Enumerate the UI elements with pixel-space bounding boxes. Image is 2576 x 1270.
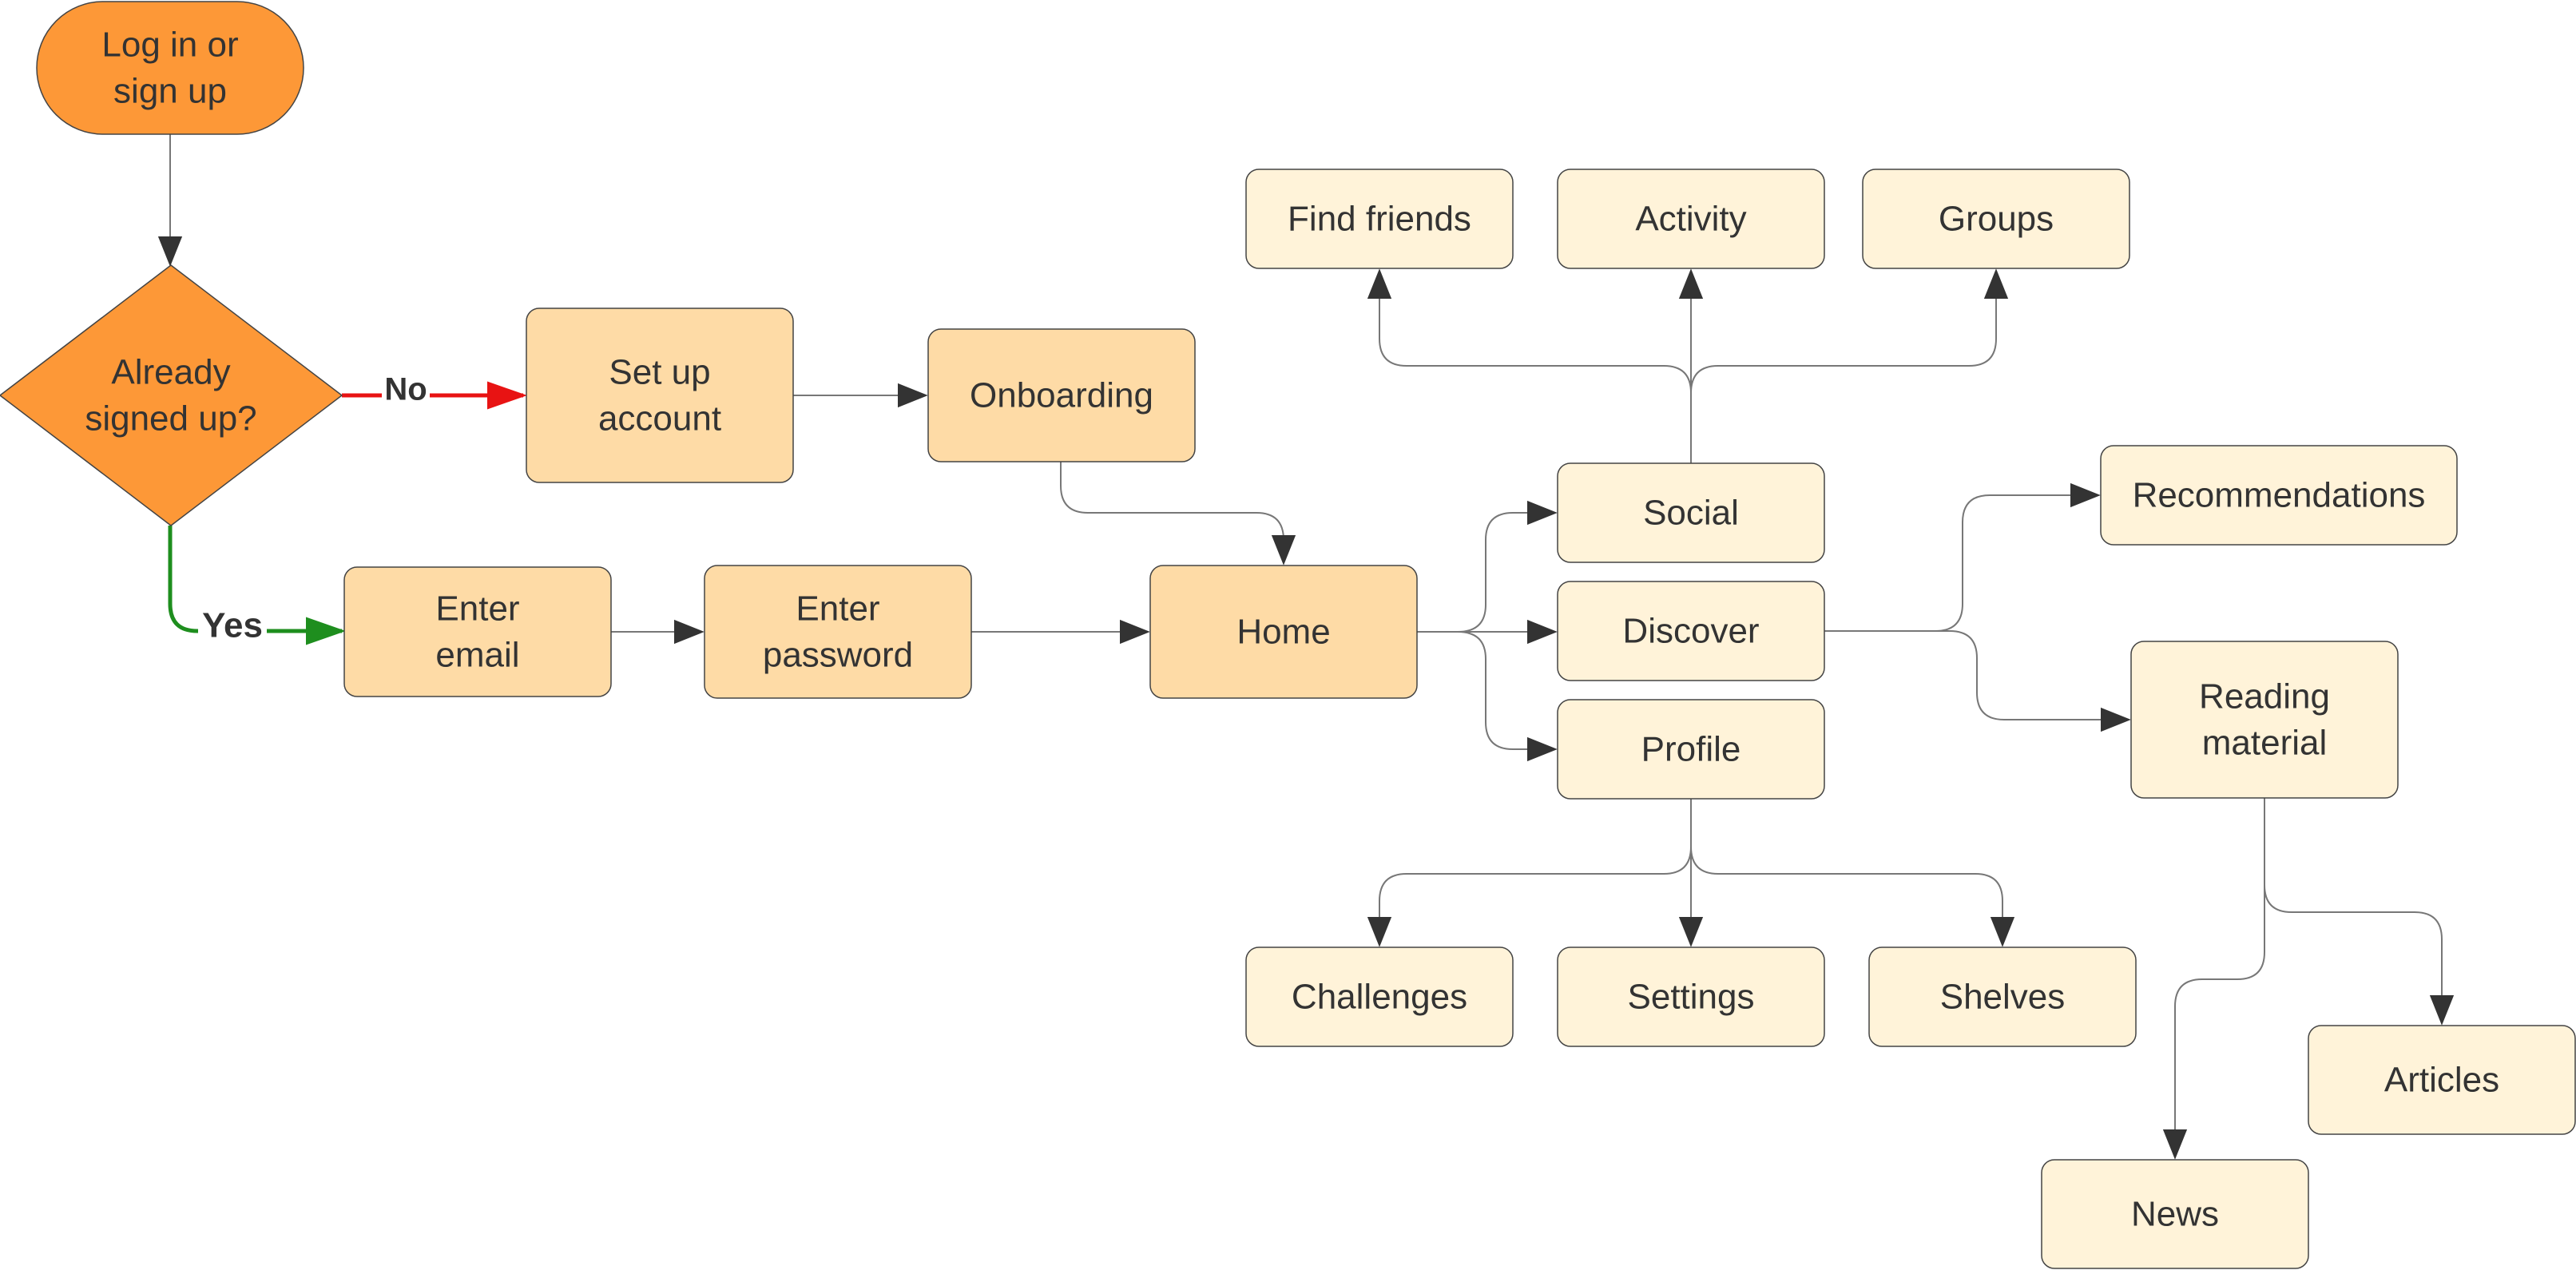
process-box-shape (1557, 169, 1825, 269)
process-box-shape (1557, 581, 1825, 681)
node-settings-label-line-1: Settings (1628, 978, 1755, 1017)
start-terminal-shape (36, 1, 304, 135)
process-box-shape (1557, 947, 1825, 1047)
process-box-shape (927, 328, 1196, 462)
connector-home-to-social (1417, 500, 1558, 633)
node-setup-label-line-2: account (598, 399, 721, 439)
node-setup[interactable]: Set up account (526, 308, 794, 483)
node-settings[interactable]: Settings (1557, 947, 1825, 1047)
node-findfriends[interactable]: Find friends (1245, 169, 1514, 269)
process-box-shape (1868, 947, 2137, 1047)
connector-profile-to-shelves (1690, 799, 2015, 947)
node-decision-label-line-2: signed up? (85, 399, 256, 439)
connector-profile-to-challenges (1367, 799, 1692, 947)
process-box-shape (1245, 169, 1514, 269)
node-social-label-line-1: Social (1643, 494, 1739, 533)
process-box-shape (1245, 947, 1514, 1047)
node-activity[interactable]: Activity (1557, 169, 1825, 269)
process-box-shape (2100, 445, 2458, 546)
node-login-label-line-2: sign up (113, 72, 227, 111)
node-profile[interactable]: Profile (1557, 699, 1825, 800)
node-challenges[interactable]: Challenges (1245, 947, 1514, 1047)
node-home[interactable]: Home (1149, 565, 1418, 699)
edge-label-yes: Yes (202, 606, 263, 645)
process-box-shape (2041, 1159, 2309, 1269)
node-discover[interactable]: Discover (1557, 581, 1825, 681)
node-password-label-line-1: Enter (796, 589, 879, 628)
process-box-shape (1557, 462, 1825, 563)
process-box-shape (1862, 169, 2130, 269)
node-shelves[interactable]: Shelves (1868, 947, 2137, 1047)
decision-diamond-shape (0, 264, 343, 526)
node-decision-label-line-1: Already (111, 352, 230, 391)
connector-reading-to-articles (2264, 798, 2455, 1026)
node-setup-label-line-1: Set up (609, 352, 710, 391)
node-groups[interactable]: Groups (1862, 169, 2130, 269)
edge-label-background (198, 605, 267, 642)
edge-label-background (382, 369, 430, 406)
process-box-shape (2130, 641, 2399, 799)
node-onboarding[interactable]: Onboarding (927, 328, 1196, 462)
node-email-label-line-1: Enter (435, 589, 519, 628)
connector-decision-to-email (168, 526, 346, 645)
node-reading-label-line-2: material (2202, 724, 2328, 763)
node-decision[interactable]: Already signed up? (0, 264, 343, 526)
node-news-label-line-1: News (2131, 1195, 2219, 1234)
node-activity-label-line-1: Activity (1635, 200, 1746, 239)
node-email-label-line-2: email (435, 636, 519, 675)
node-reading-label-line-1: Reading (2199, 677, 2330, 716)
connector-social-to-findfriends (1367, 268, 1692, 463)
node-articles-label-line-1: Articles (2384, 1061, 2499, 1100)
node-recommendations[interactable]: Recommendations (2100, 445, 2458, 546)
connector-discover-to-reading (1824, 630, 2131, 732)
node-findfriends-label-line-1: Find friends (1288, 200, 1471, 239)
process-box-shape (343, 566, 612, 697)
process-box-shape (1149, 565, 1418, 699)
node-password[interactable]: Enter password (704, 565, 972, 699)
connector-onboarding-to-home (1060, 462, 1296, 566)
node-login[interactable]: Log in or sign up (36, 1, 304, 135)
node-news[interactable]: News (2041, 1159, 2309, 1269)
node-profile-label-line-1: Profile (1641, 730, 1741, 769)
node-discover-label-line-1: Discover (1622, 612, 1759, 651)
process-box-shape (2308, 1025, 2576, 1135)
node-home-label-line-1: Home (1236, 613, 1330, 652)
node-recommendations-label-line-1: Recommendations (2133, 476, 2426, 515)
node-reading[interactable]: Reading material (2130, 641, 2399, 799)
node-social[interactable]: Social (1557, 462, 1825, 563)
edge-label-no: No (384, 372, 427, 407)
node-articles[interactable]: Articles (2308, 1025, 2576, 1135)
process-box-shape (526, 308, 794, 483)
node-password-label-line-2: password (763, 636, 913, 675)
node-groups-label-line-1: Groups (1939, 200, 2054, 239)
node-login-label-line-1: Log in or (101, 25, 238, 64)
process-box-shape (1557, 699, 1825, 800)
connector-social-to-groups (1690, 268, 2009, 463)
node-onboarding-label-line-1: Onboarding (970, 376, 1153, 415)
connector-reading-to-news (2162, 798, 2265, 1160)
process-box-shape (704, 565, 972, 699)
node-email[interactable]: Enter email (343, 566, 612, 697)
node-shelves-label-line-1: Shelves (1940, 978, 2066, 1017)
connector-home-to-profile (1417, 631, 1558, 762)
node-challenges-label-line-1: Challenges (1292, 978, 1467, 1017)
connector-discover-to-recommendations (1824, 482, 2101, 632)
